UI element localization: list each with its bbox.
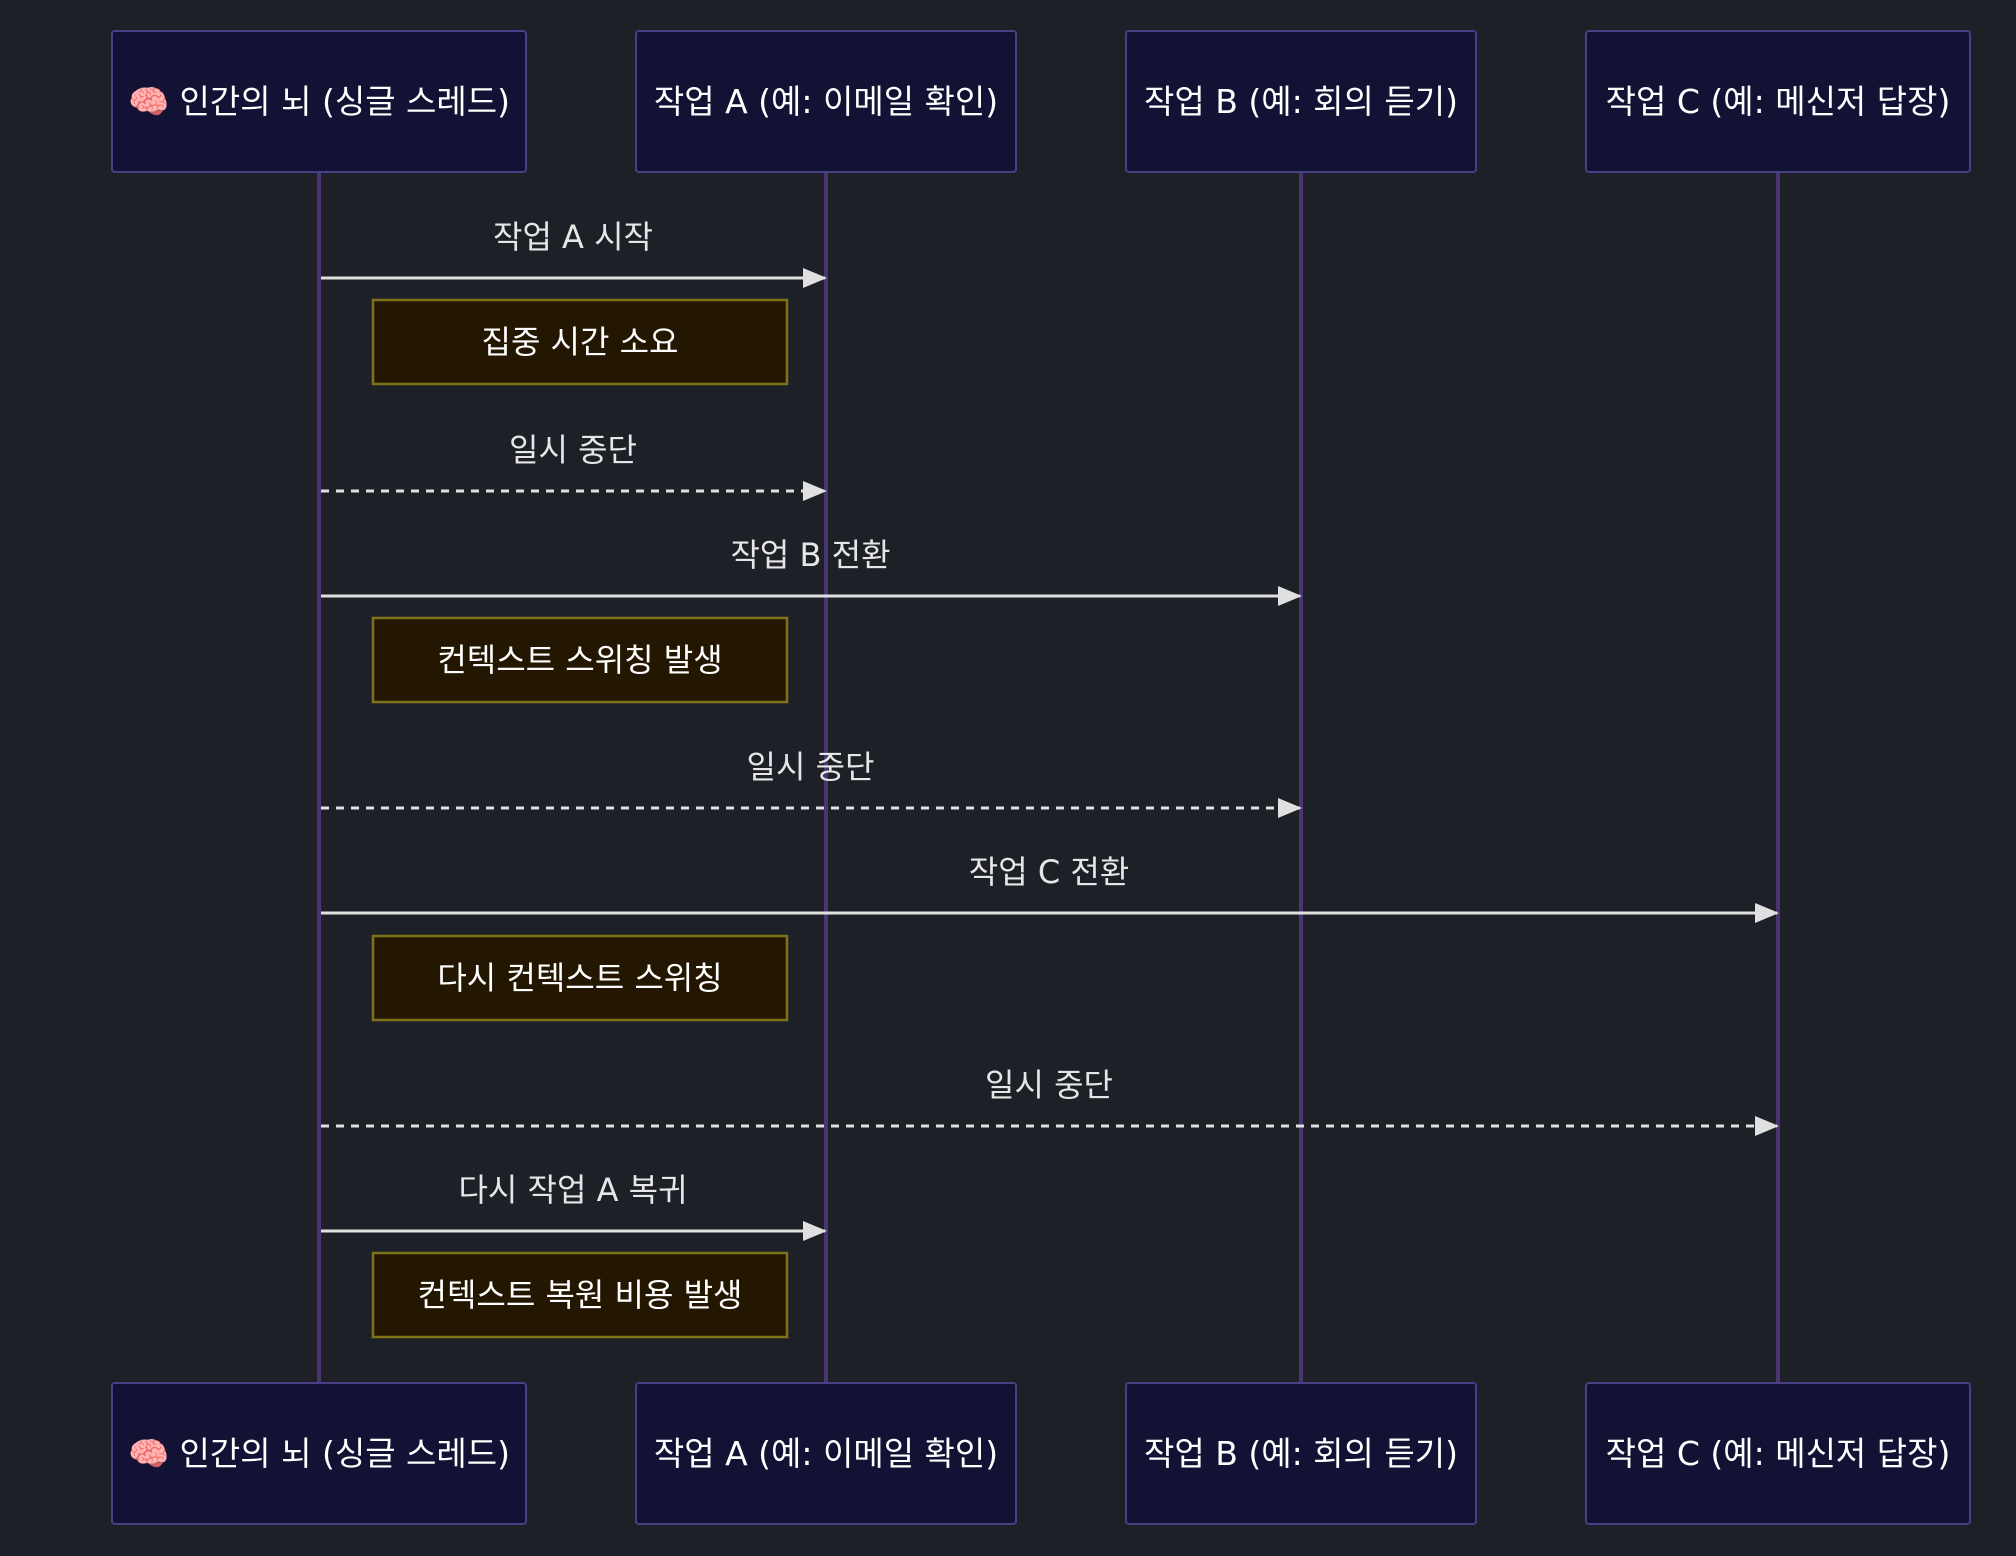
- message-9: 일시 중단: [321, 1066, 1779, 1136]
- note-5: 컨텍스트 스위칭 발생: [371, 616, 789, 704]
- actor-taskC-top: 작업 C (예: 메신저 답장): [1585, 30, 1971, 173]
- actor-taskB-top: 작업 B (예: 회의 듣기): [1125, 30, 1477, 173]
- actor-label: 🧠 인간의 뇌 (싱글 스레드): [128, 1434, 510, 1473]
- note-box: [371, 616, 789, 704]
- note-box: [371, 298, 789, 386]
- actor-box: [1125, 1382, 1477, 1525]
- actor-box: [111, 1382, 527, 1525]
- message-6: 일시 중단: [321, 748, 1302, 818]
- actor-box: [1585, 1382, 1971, 1525]
- note-2: 집중 시간 소요: [371, 298, 789, 386]
- actor-box: [635, 30, 1017, 173]
- message-label: 작업 C 전환: [969, 853, 1129, 891]
- message-7: 작업 C 전환: [321, 853, 1779, 923]
- note-11: 컨텍스트 복원 비용 발생: [371, 1251, 789, 1339]
- actor-label: 🧠 인간의 뇌 (싱글 스레드): [128, 82, 510, 121]
- message-label: 일시 중단: [985, 1066, 1113, 1104]
- actor-box: [635, 1382, 1017, 1525]
- note-8: 다시 컨텍스트 스위칭: [371, 934, 789, 1022]
- message-label: 일시 중단: [509, 431, 637, 469]
- actor-label: 작업 A (예: 이메일 확인): [654, 82, 998, 121]
- note-box: [371, 934, 789, 1022]
- actor-taskA-top: 작업 A (예: 이메일 확인): [635, 30, 1017, 173]
- message-label: 일시 중단: [747, 748, 875, 786]
- actor-box: [111, 30, 527, 173]
- actor-taskC-bottom: 작업 C (예: 메신저 답장): [1585, 1382, 1971, 1525]
- message-label: 다시 작업 A 복귀: [458, 1171, 687, 1209]
- message-label: 작업 B 전환: [730, 536, 890, 574]
- note-label: 컨텍스트 복원 비용 발생: [418, 1276, 743, 1314]
- actor-box: [1125, 30, 1477, 173]
- actor-taskA-bottom: 작업 A (예: 이메일 확인): [635, 1382, 1017, 1525]
- message-10: 다시 작업 A 복귀: [321, 1171, 827, 1241]
- actor-label: 작업 B (예: 회의 듣기): [1144, 82, 1458, 121]
- actor-label: 작업 C (예: 메신저 답장): [1606, 1434, 1951, 1473]
- actor-brain-top: 🧠 인간의 뇌 (싱글 스레드): [111, 30, 527, 173]
- actor-label: 작업 B (예: 회의 듣기): [1144, 1434, 1458, 1473]
- message-3: 일시 중단: [321, 431, 827, 501]
- actor-label: 작업 A (예: 이메일 확인): [654, 1434, 998, 1473]
- note-box: [371, 1251, 789, 1339]
- note-label: 컨텍스트 스위칭 발생: [437, 641, 722, 679]
- actor-label: 작업 C (예: 메신저 답장): [1606, 82, 1951, 121]
- actor-box: [1585, 30, 1971, 173]
- message-1: 작업 A 시작: [321, 218, 827, 288]
- message-4: 작업 B 전환: [321, 536, 1302, 606]
- message-label: 작업 A 시작: [493, 218, 653, 256]
- note-label: 다시 컨텍스트 스위칭: [437, 959, 722, 997]
- actor-taskB-bottom: 작업 B (예: 회의 듣기): [1125, 1382, 1477, 1525]
- actor-brain-bottom: 🧠 인간의 뇌 (싱글 스레드): [111, 1382, 527, 1525]
- note-label: 집중 시간 소요: [482, 323, 679, 361]
